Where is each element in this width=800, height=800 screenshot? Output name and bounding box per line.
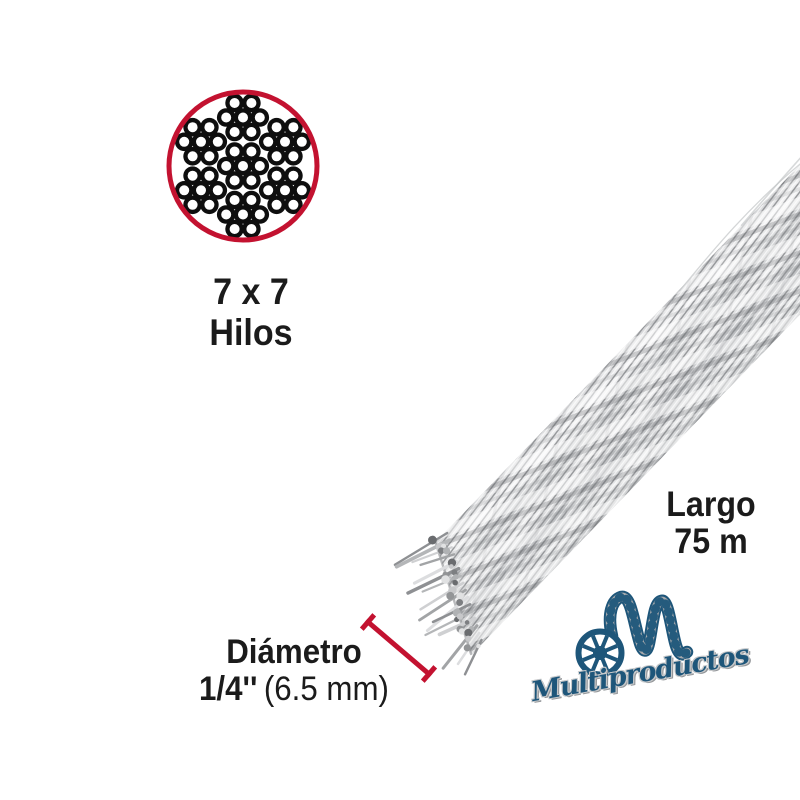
film-reel-icon xyxy=(575,628,625,678)
strand-count-label: 7 x 7 Hilos xyxy=(159,271,343,353)
diameter-title: Diámetro xyxy=(226,633,362,671)
film-strip-m-icon xyxy=(603,590,694,661)
diameter-value-metric: (6.5 mm) xyxy=(263,670,389,708)
cable-frayed-end xyxy=(393,531,483,676)
diameter-value-imperial: 1/4'' xyxy=(199,670,258,708)
cable-wisp xyxy=(740,30,800,227)
length-label: Largo xyxy=(666,485,756,524)
diameter-value-line: 1/4''(6.5 mm) xyxy=(174,671,413,708)
cable-wisp xyxy=(678,160,800,292)
diameter-label-block: Diámetro 1/4''(6.5 mm) xyxy=(174,634,413,708)
length-label-block: Largo 75 m xyxy=(647,486,776,560)
strand-count-value: 7 x 7 xyxy=(213,271,289,312)
cable-cross-section-diagram xyxy=(166,89,320,243)
strand-bundles xyxy=(174,93,312,239)
steel-cable-photo xyxy=(393,9,800,676)
diameter-dimension-arrow xyxy=(359,613,438,683)
brand-logo xyxy=(575,590,694,678)
length-value: 75 m xyxy=(674,522,748,561)
cross-section-ring xyxy=(166,89,320,243)
strand-unit: Hilos xyxy=(209,312,293,353)
film-reel-spokes xyxy=(582,635,618,671)
